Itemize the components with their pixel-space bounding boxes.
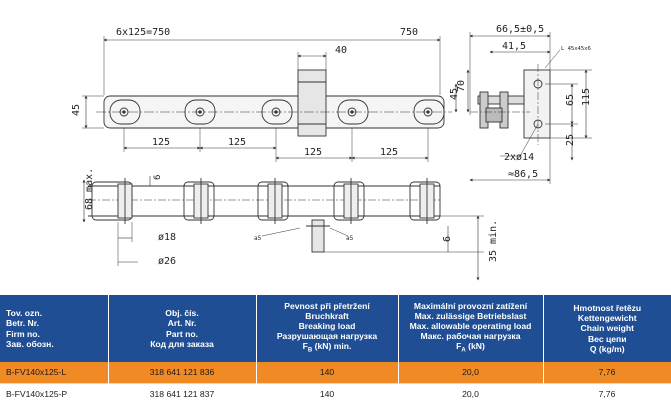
chain-technical-drawing: 6x125=750 750 40 45 125 125 125 125 bbox=[71, 24, 592, 281]
table-row: B-FV140x125-L 318 641 121 836 140 20,0 7… bbox=[0, 362, 671, 383]
cell-chain-weight: 7,76 bbox=[543, 362, 671, 383]
dim-pitch-total: 6x125=750 bbox=[116, 27, 170, 38]
spec-table: Tov. ozn. Betr. Nr. Firm no. Зав. обозн.… bbox=[0, 295, 671, 404]
dim-overall-66: 66,5±0,5 bbox=[496, 24, 544, 35]
dim-roller-dia: ø26 bbox=[158, 256, 176, 267]
dim-bushing-dia: ø18 bbox=[158, 232, 176, 243]
dim-chamfer: L 45x45x6 bbox=[561, 46, 591, 52]
cell-firm-no: B-FV140x125-P bbox=[0, 382, 109, 404]
front-view bbox=[82, 176, 484, 281]
dim-pitch-2: 125 bbox=[228, 137, 246, 148]
dim-base: ≈86,5 bbox=[508, 169, 538, 180]
dim-length: 750 bbox=[400, 27, 418, 38]
cell-chain-weight: 7,76 bbox=[543, 382, 671, 404]
weld-mark-right: a5 bbox=[346, 235, 354, 242]
cell-part-no: 318 641 121 836 bbox=[108, 362, 257, 383]
dim-front-height: 68 max. bbox=[84, 168, 95, 210]
dim-pitch-1: 125 bbox=[152, 137, 170, 148]
dim-height-65: 65 bbox=[565, 94, 576, 106]
cell-firm-no: B-FV140x125-L bbox=[0, 362, 109, 383]
dim-bracket-width: 40 bbox=[335, 45, 347, 56]
cell-breaking-load: 140 bbox=[256, 382, 399, 404]
dim-inner-41: 41,5 bbox=[502, 41, 526, 52]
header-chain-weight: Hmotnost řetězu Kettengewicht Chain weig… bbox=[543, 295, 671, 362]
table-row: B-FV140x125-P 318 641 121 837 140 20,0 7… bbox=[0, 382, 671, 404]
header-operating-load: Maximální provozní zatížení Max. zulässi… bbox=[398, 295, 544, 362]
dim-pitch-3: 125 bbox=[304, 147, 322, 158]
header-breaking-load: Pevnost při přetržení Bruchkraft Breakin… bbox=[256, 295, 399, 362]
table-header-row: Tov. ozn. Betr. Nr. Firm no. Зав. обозн.… bbox=[0, 295, 671, 362]
dim-height-45-side: 45 bbox=[449, 88, 460, 100]
dim-height-115: 115 bbox=[581, 88, 592, 106]
dim-holes: 2xø14 bbox=[504, 152, 534, 163]
dim-height-25: 25 bbox=[565, 134, 576, 146]
side-view bbox=[454, 32, 592, 184]
weld-mark-left: a5 bbox=[254, 235, 262, 242]
dim-pitch-4: 125 bbox=[380, 147, 398, 158]
dim-height-70: 70 bbox=[456, 80, 467, 92]
top-view bbox=[82, 36, 452, 162]
dim-height-45: 45 bbox=[71, 104, 82, 116]
cell-breaking-load: 140 bbox=[256, 362, 399, 383]
cell-part-no: 318 641 121 837 bbox=[108, 382, 257, 404]
dim-thickness: 6 bbox=[442, 236, 453, 242]
dim-front-small: 6 bbox=[153, 175, 163, 180]
header-firm-no: Tov. ozn. Betr. Nr. Firm no. Зав. обозн. bbox=[0, 295, 109, 362]
header-part-no: Obj. čís. Art. Nr. Part no. Код для зака… bbox=[108, 295, 257, 362]
cell-operating-load: 20,0 bbox=[398, 362, 544, 383]
dim-min-gap: 35 min. bbox=[488, 220, 499, 262]
cell-operating-load: 20,0 bbox=[398, 382, 544, 404]
